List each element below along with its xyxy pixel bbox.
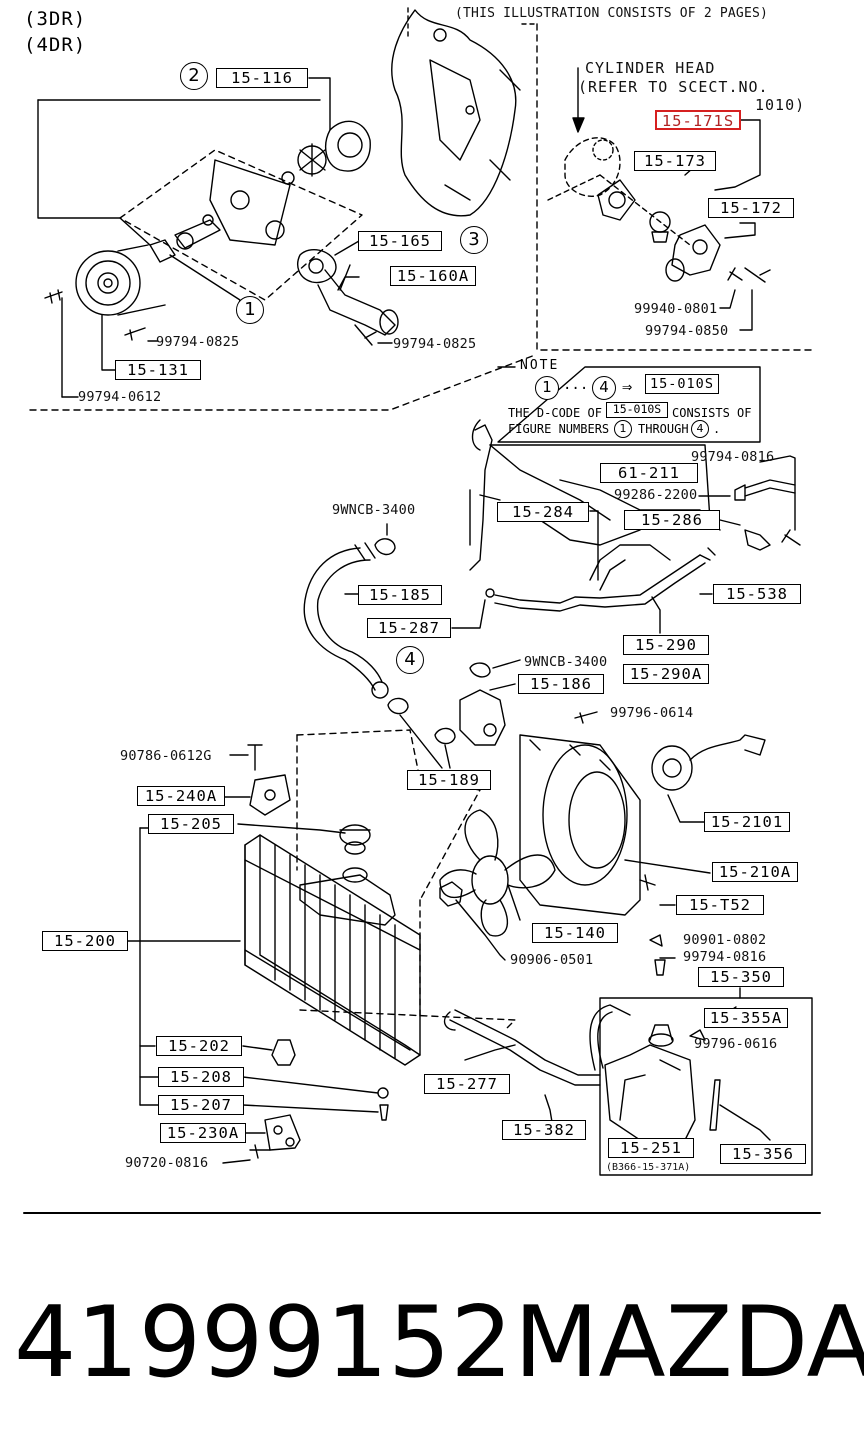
part-box: 15-131 xyxy=(115,360,201,380)
bolt-code: 99940-0801 xyxy=(634,301,718,317)
note-dots: ··· xyxy=(563,381,589,397)
part-box: 15-210A xyxy=(712,862,798,882)
part-box: 15-160A xyxy=(390,266,476,286)
part-number: 41999152 xyxy=(14,1286,513,1400)
part-box: 15-355A xyxy=(704,1008,788,1028)
part-box: 15-290A xyxy=(623,664,709,684)
note-line1-b: CONSISTS OF xyxy=(672,406,752,420)
figure-number-4: 4 xyxy=(396,646,424,674)
part-box: 15-186 xyxy=(518,674,604,694)
bolt-code: 99794-0825 xyxy=(393,336,477,352)
bolt-code: 99794-0816 xyxy=(691,449,775,465)
part-box: 15-230A xyxy=(160,1123,246,1143)
part-box: 15-382 xyxy=(502,1120,586,1140)
bolt-code: 99286-2200 xyxy=(614,487,698,503)
note-arrow: ⇒ xyxy=(622,377,633,397)
part-box: 15-287 xyxy=(367,618,451,638)
figure-number-3: 3 xyxy=(460,226,488,254)
variant-label-4dr: (4DR) xyxy=(24,34,87,56)
part-box: 15-189 xyxy=(407,770,491,790)
bolt-code: 99794-0850 xyxy=(645,323,729,339)
bolt-code: 9WNCB-3400 xyxy=(524,654,608,670)
part-box: 15-207 xyxy=(158,1095,244,1115)
reservoir-ref: (B366-15-371A) xyxy=(606,1162,691,1173)
note-line1-a: THE D-CODE OF xyxy=(508,406,602,420)
note-to-number: 4 xyxy=(592,376,616,400)
part-box-highlighted: 15-171S xyxy=(655,110,741,130)
bolt-code: 90720-0816 xyxy=(125,1155,209,1171)
part-box: 15-290 xyxy=(623,635,709,655)
part-box: 15-350 xyxy=(698,967,784,987)
part-box: 15-538 xyxy=(713,584,801,604)
part-box: 15-251 xyxy=(608,1138,694,1158)
part-box: 15-240A xyxy=(137,786,225,806)
part-box: 15-277 xyxy=(424,1074,510,1094)
cylinder-head-ref: (REFER TO SCECT.NO. xyxy=(578,78,769,96)
brand-name: MAZDA xyxy=(514,1286,864,1400)
bolt-code: 90786-0612G xyxy=(120,748,212,764)
part-box: 15-116 xyxy=(216,68,308,88)
bolt-code: 99794-0816 xyxy=(683,949,767,965)
bolt-code: 99794-0612 xyxy=(78,389,162,405)
pages-note: (THIS ILLUSTRATION CONSISTS OF 2 PAGES) xyxy=(455,6,769,21)
note-line2-a: FIGURE NUMBERS xyxy=(508,422,610,436)
bolt-code: 90901-0802 xyxy=(683,932,767,948)
part-box: 15-173 xyxy=(634,151,716,171)
note-line2-to: 4 xyxy=(691,420,709,438)
bolt-code: 99794-0825 xyxy=(156,334,240,350)
part-box: 15-205 xyxy=(148,814,234,834)
part-box: 15-T52 xyxy=(676,895,764,915)
bolt-code: 99796-0616 xyxy=(694,1036,778,1052)
bolt-code: 9WNCB-3400 xyxy=(332,502,416,518)
part-box: 15-172 xyxy=(708,198,794,218)
note-dcode-box: 15-010S xyxy=(645,374,719,394)
part-box: 15-208 xyxy=(158,1067,244,1087)
part-box: 15-286 xyxy=(624,510,720,530)
note-line2-from: 1 xyxy=(614,420,632,438)
part-box: 15-165 xyxy=(358,231,442,251)
part-box: 15-202 xyxy=(156,1036,242,1056)
figure-number-2: 2 xyxy=(180,62,208,90)
cylinder-head-label: CYLINDER HEAD xyxy=(585,59,716,77)
note-line1-code: 15-010S xyxy=(606,402,668,418)
note-line2-mid: THROUGH xyxy=(638,422,689,436)
cylinder-head-sect: 1010) xyxy=(755,96,806,114)
bolt-code: 90906-0501 xyxy=(510,952,594,968)
part-box: 15-185 xyxy=(358,585,442,605)
part-box: 61-211 xyxy=(600,463,698,483)
part-box: 15-356 xyxy=(720,1144,806,1164)
variant-label-3dr: (3DR) xyxy=(24,8,87,30)
part-box: 15-140 xyxy=(532,923,618,943)
part-box: 15-284 xyxy=(497,502,589,522)
part-box: 15-2101 xyxy=(704,812,790,832)
part-box: 15-200 xyxy=(42,931,128,951)
note-line2-end: . xyxy=(713,422,721,436)
note-from-number: 1 xyxy=(535,376,559,400)
note-title: NOTE xyxy=(520,358,560,373)
figure-number-1: 1 xyxy=(236,296,264,324)
bolt-code: 99796-0614 xyxy=(610,705,694,721)
